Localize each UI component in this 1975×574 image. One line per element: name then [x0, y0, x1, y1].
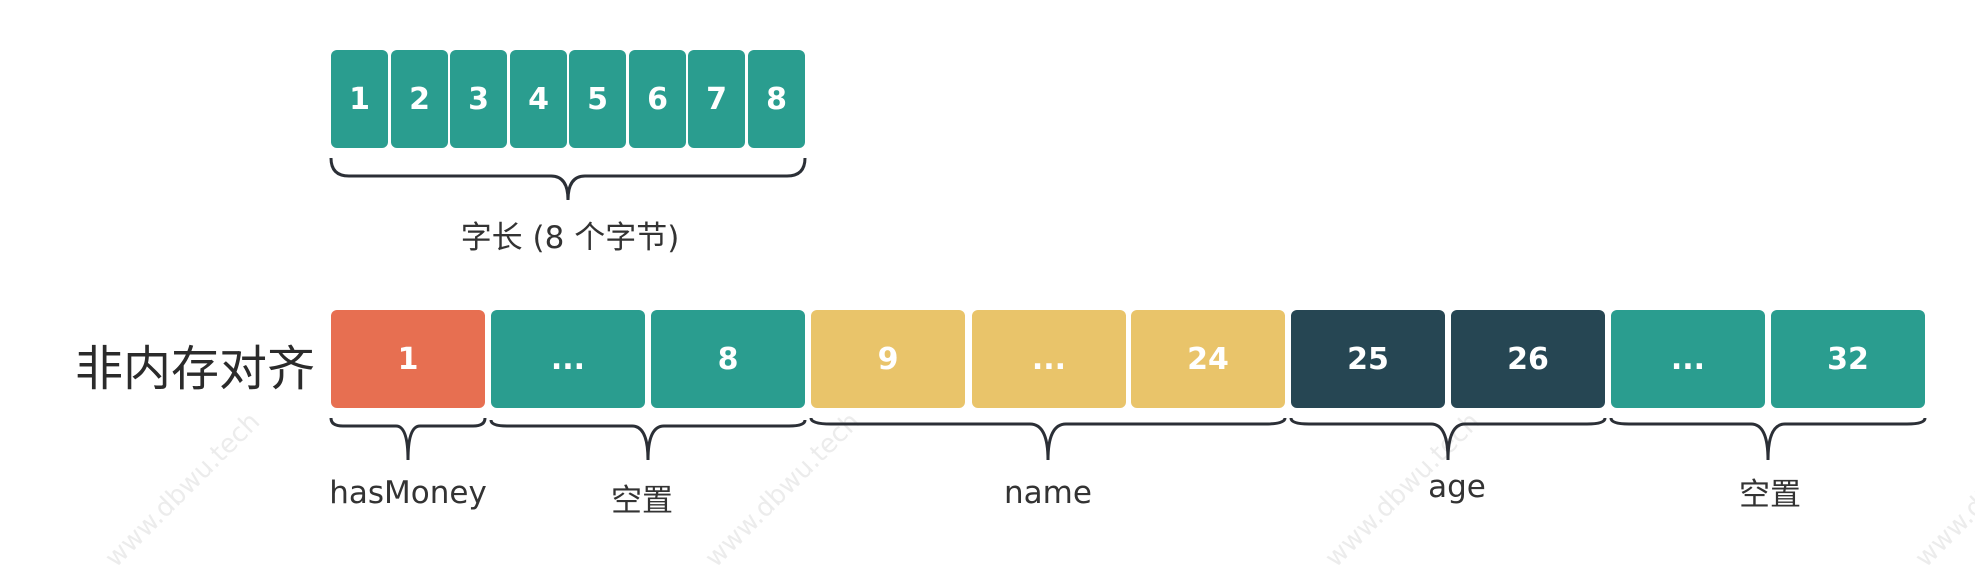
name-brace [809, 417, 1287, 461]
memory-cell: 25 [1291, 310, 1445, 408]
hasmoney-brace [329, 417, 487, 461]
padding-brace-2 [1609, 417, 1927, 461]
unaligned-title: 非内存对齐 [75, 341, 316, 397]
field-label-padding: 空置 [611, 483, 673, 519]
word-byte-cell: 1 [331, 50, 388, 148]
age-brace [1289, 417, 1607, 461]
padding-brace-1 [489, 419, 807, 461]
memory-cell: 8 [651, 310, 805, 408]
word-brace [329, 157, 807, 201]
field-label-hasmoney: hasMoney [329, 475, 487, 511]
word-byte-cell: 7 [688, 50, 745, 148]
word-byte-cell: 5 [569, 50, 626, 148]
word-byte-cell: 6 [629, 50, 686, 148]
memory-cell: 32 [1771, 310, 1925, 408]
word-byte-cell: 4 [510, 50, 567, 148]
memory-cell: 1 [331, 310, 485, 408]
word-byte-cell: 3 [450, 50, 507, 148]
field-label-age: age [1428, 469, 1486, 505]
memory-cell: 9 [811, 310, 965, 408]
memory-cell: ... [491, 310, 645, 408]
word-byte-cell: 2 [391, 50, 448, 148]
field-label-padding: 空置 [1739, 477, 1801, 513]
memory-cell: 24 [1131, 310, 1285, 408]
memory-cell: ... [1611, 310, 1765, 408]
field-label-name: name [1004, 475, 1092, 511]
word-size-label: 字长 (8 个字节) [460, 220, 680, 256]
word-byte-cell: 8 [748, 50, 805, 148]
memory-cell: ... [972, 310, 1126, 408]
memory-cell: 26 [1451, 310, 1605, 408]
